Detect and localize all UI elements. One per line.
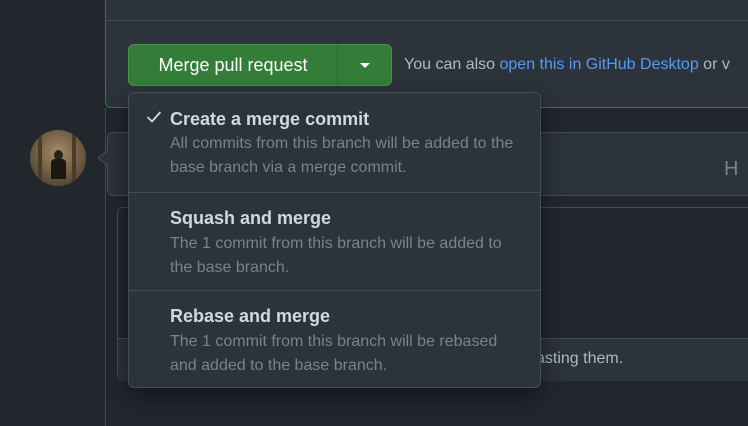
github-desktop-hint: You can also open this in GitHub Desktop… <box>404 56 730 74</box>
triangle-down-icon <box>359 62 370 68</box>
menu-item-squash-and-merge[interactable]: Squash and merge The 1 commit from this … <box>129 192 540 291</box>
merge-method-dropdown-toggle[interactable] <box>337 44 392 86</box>
menu-item-title: Squash and merge <box>170 208 332 228</box>
merge-pull-request-button[interactable]: Merge pull request <box>128 44 338 86</box>
merge-box-divider <box>106 20 748 21</box>
avatar-tree-trunk <box>38 130 42 186</box>
menu-item-rebase-and-merge[interactable]: Rebase and merge The 1 commit from this … <box>129 290 540 387</box>
avatar-tree-trunk <box>72 130 76 186</box>
comment-header-tab[interactable]: H <box>724 158 739 180</box>
menu-item-description: The 1 commit from this branch will be ad… <box>170 235 502 276</box>
menu-item-description: The 1 commit from this branch will be re… <box>170 333 498 374</box>
comment-pointer-fill <box>99 151 108 165</box>
avatar-person-head <box>54 150 63 160</box>
menu-item-title: Create a merge commit <box>170 109 370 129</box>
user-avatar[interactable] <box>30 130 86 186</box>
check-icon <box>147 111 161 123</box>
avatar-person-body <box>51 159 66 179</box>
comment-footer-text: asting them. <box>536 350 624 367</box>
timeline-line <box>105 108 106 426</box>
menu-item-description: All commits from this branch will be add… <box>170 135 514 176</box>
menu-item-create-merge-commit[interactable]: Create a merge commit All commits from t… <box>129 93 540 192</box>
merge-button-group: Merge pull request <box>128 44 392 86</box>
merge-method-menu: Create a merge commit All commits from t… <box>128 92 541 388</box>
menu-item-title: Rebase and merge <box>170 306 331 326</box>
also-prefix: You can also <box>404 56 496 73</box>
also-suffix: or v <box>703 56 730 73</box>
open-in-github-desktop-link[interactable]: open this in GitHub Desktop <box>499 56 699 73</box>
